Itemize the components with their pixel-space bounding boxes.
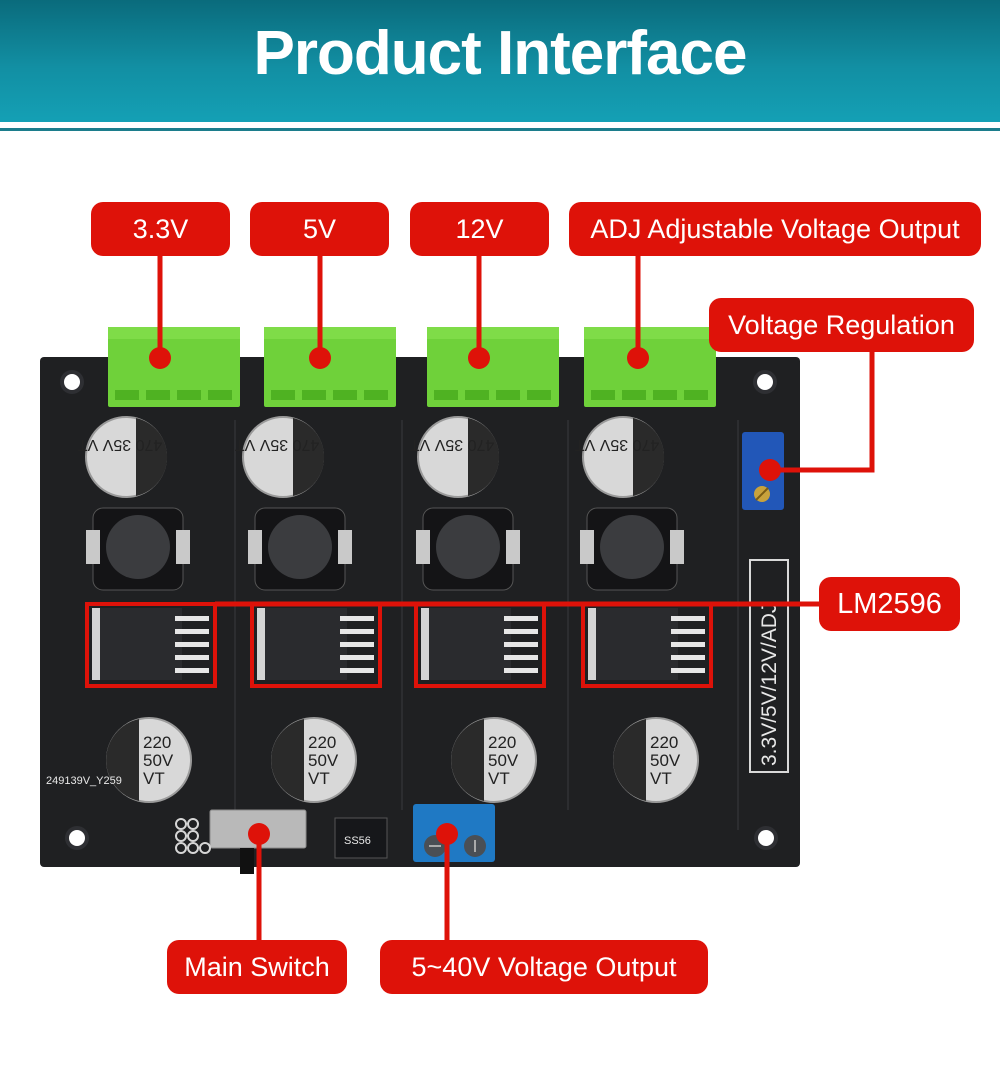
- lm2596-chip: [250, 602, 382, 688]
- callout-dot: [436, 823, 458, 845]
- svg-text:VT: VT: [650, 769, 672, 788]
- inductor: [416, 507, 520, 591]
- callout-main-switch: Main Switch: [167, 940, 347, 994]
- callout-adj-output: ADJ Adjustable Voltage Output: [569, 202, 981, 256]
- pcb-traces: [234, 420, 739, 830]
- mounting-hole-icon: [753, 370, 777, 394]
- callout-5v: 5V: [250, 202, 389, 256]
- silkscreen-code: 249139V_Y259: [46, 775, 122, 787]
- input-capacitor: 470 35V VT: [78, 416, 168, 498]
- mounting-hole-icon: [60, 370, 84, 394]
- silkscreen-voltages: 3.3V/5V/12V/ADJ: [758, 603, 781, 766]
- svg-text:50V: 50V: [143, 751, 174, 770]
- callout-dot: [627, 347, 649, 369]
- output-terminal: [108, 327, 240, 407]
- input-capacitor: 470 35V VT: [575, 416, 665, 498]
- svg-text:220: 220: [488, 733, 516, 752]
- callout-input-range: 5~40V Voltage Output: [380, 940, 708, 994]
- svg-text:220: 220: [650, 733, 678, 752]
- callout-12v: 12V: [410, 202, 549, 256]
- mounting-hole-icon: [754, 826, 778, 850]
- header-banner: Product Interface: [0, 0, 1000, 122]
- svg-text:VT: VT: [308, 769, 330, 788]
- svg-text:VT: VT: [488, 769, 510, 788]
- output-terminal: [264, 327, 396, 407]
- callout-leader: [770, 352, 875, 473]
- page-title: Product Interface: [253, 19, 748, 88]
- callout-dot: [759, 459, 781, 481]
- callout-3v3: 3.3V: [91, 202, 230, 256]
- callout-lm2596: LM2596: [819, 577, 960, 631]
- callout-voltage-regulation: Voltage Regulation: [709, 298, 974, 352]
- callout-dot: [248, 823, 270, 845]
- inductor: [580, 507, 684, 591]
- svg-text:470 35V VT: 470 35V VT: [575, 436, 660, 453]
- lm2596-chip: [85, 602, 217, 688]
- svg-text:50V: 50V: [308, 751, 339, 770]
- callout-dot: [468, 347, 490, 369]
- callout-dot: [309, 347, 331, 369]
- header-divider: [0, 128, 1000, 131]
- inductor: [248, 507, 352, 591]
- callout-dot: [149, 347, 171, 369]
- silkscreen-frame: [749, 559, 789, 773]
- svg-text:VT: VT: [143, 769, 165, 788]
- output-terminal: [427, 327, 559, 407]
- mounting-hole-icon: [65, 826, 89, 850]
- svg-text:50V: 50V: [488, 751, 519, 770]
- input-capacitor: 470 35V VT: [235, 416, 325, 498]
- diode-ss56: SS56: [334, 817, 388, 859]
- svg-text:470 35V VT: 470 35V VT: [78, 436, 163, 453]
- svg-text:50V: 50V: [650, 751, 681, 770]
- svg-text:220: 220: [143, 733, 171, 752]
- svg-text:470 35V VT: 470 35V VT: [235, 436, 320, 453]
- svg-text:470 35V VT: 470 35V VT: [410, 436, 495, 453]
- output-terminal: [584, 327, 716, 407]
- input-capacitor: 470 35V VT: [410, 416, 500, 498]
- inductor: [86, 507, 190, 591]
- svg-text:SS56: SS56: [344, 835, 371, 847]
- svg-text:220: 220: [308, 733, 336, 752]
